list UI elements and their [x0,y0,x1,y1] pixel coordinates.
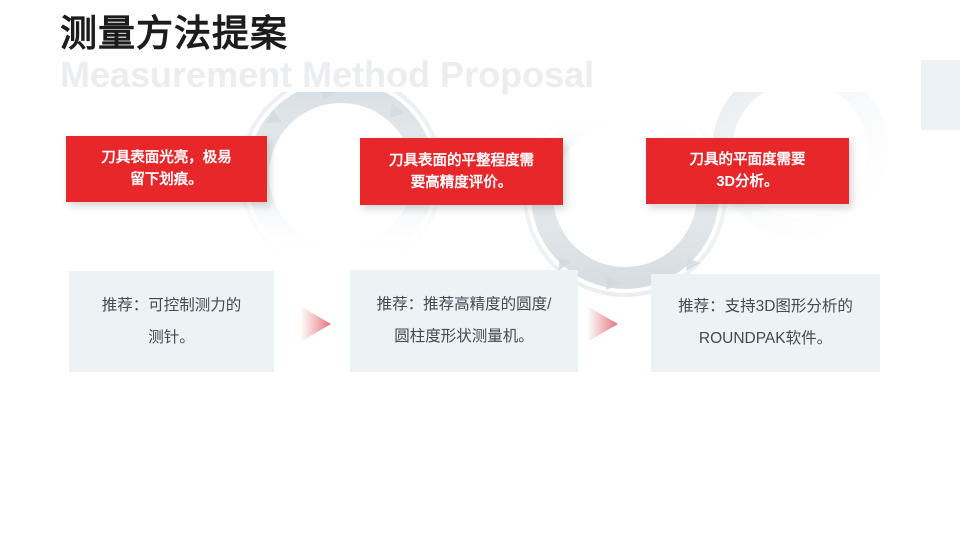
recommendation-panel-1-text: 推荐：可控制测力的 测针。 [101,296,242,346]
page-title: 测量方法提案 Measurement Method Proposal [60,12,880,96]
recommendation-panel-2-text: 推荐：推荐高精度的圆度/ 圆柱度形状测量机。 [376,296,552,345]
triangle-right-arrow-icon [587,306,618,342]
recommendation-panel-1[interactable]: 推荐：可控制测力的 测针。 [69,271,274,372]
problem-callout-3-text: 刀具的平面度需要 3D分析。 [689,152,806,190]
problem-callout-1-text: 刀具表面光亮，极易 留下划痕。 [101,150,232,188]
recommendation-panel-2[interactable]: 推荐：推荐高精度的圆度/ 圆柱度形状测量机。 [350,270,578,372]
recommendation-panel-3-text: 推荐：支持3D图形分析的 ROUNDPAK软件。 [678,298,853,347]
recommendation-panel-3[interactable]: 推荐：支持3D图形分析的 ROUNDPAK软件。 [651,274,880,372]
problem-callout-1[interactable]: 刀具表面光亮，极易 留下划痕。 [66,136,267,202]
right-edge-accent-block [921,60,960,130]
page-title-english: Measurement Method Proposal [60,54,595,95]
problem-callout-2[interactable]: 刀具表面的平整程度需 要高精度评价。 [360,138,563,205]
problem-callout-3[interactable]: 刀具的平面度需要 3D分析。 [646,138,849,204]
problem-callout-2-text: 刀具表面的平整程度需 要高精度评价。 [389,152,534,191]
page-title-chinese: 测量方法提案 [60,13,288,54]
triangle-right-arrow-icon [300,306,331,342]
